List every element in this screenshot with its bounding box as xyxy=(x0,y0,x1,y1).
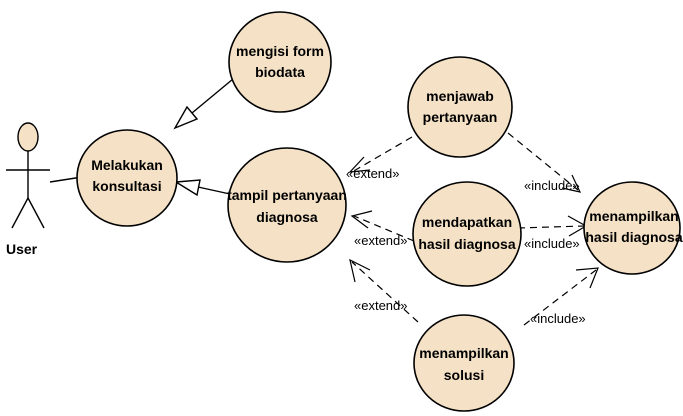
usecase-melakukan-konsultasi[interactable]: Melakukan konsultasi xyxy=(76,129,178,227)
include-label: «include» xyxy=(530,311,586,326)
usecase-tampil-pertanyaan-diagnosa[interactable]: tampil pertanyaan diagnosa xyxy=(227,147,347,263)
extend-arrowhead xyxy=(350,210,373,229)
include-arrowhead xyxy=(575,267,599,289)
extend-menjawab: «extend» xyxy=(346,136,413,181)
usecase-label-line1: mengisi form xyxy=(236,43,324,59)
usecase-label-line1: Melakukan xyxy=(91,157,163,173)
extend-arrowhead xyxy=(348,156,371,173)
include-label: «include» xyxy=(524,178,580,193)
usecase-ellipse xyxy=(76,129,178,227)
generalization-tampil-konsultasi xyxy=(173,179,231,197)
extend-arrowhead xyxy=(349,258,371,283)
usecase-ellipse xyxy=(413,314,515,412)
usecase-label-line1: mendapatkan xyxy=(422,214,512,230)
usecase-ellipse xyxy=(227,147,347,263)
include-label: «include» xyxy=(524,236,580,251)
include-menjawab: «include» xyxy=(507,132,582,193)
usecase-ellipse xyxy=(407,56,513,158)
generalization-biodata-konsultasi xyxy=(173,78,234,130)
include-line xyxy=(523,269,597,326)
include-line xyxy=(507,132,579,191)
usecase-label-line2: pertanyaan xyxy=(423,109,498,125)
usecase-label-line1: menjawab xyxy=(426,88,494,104)
include-solusi: «include» xyxy=(523,267,599,326)
usecase-label-line2: hasil diagnosa xyxy=(585,229,682,245)
generalization-line xyxy=(197,186,231,195)
actor-user[interactable]: User xyxy=(6,122,50,257)
generalization-triangle xyxy=(173,105,199,130)
usecase-label-line1: menampilkan xyxy=(589,208,678,224)
include-line xyxy=(517,225,585,229)
include-arrowhead xyxy=(561,174,582,193)
usecase-ellipse xyxy=(228,11,332,113)
usecase-ellipse xyxy=(412,181,522,287)
actor-head xyxy=(17,122,39,152)
usecase-menampilkan-hasil-diagnosa[interactable]: menampilkan hasil diagnosa xyxy=(583,181,683,275)
generalization-triangle xyxy=(173,179,201,197)
usecase-label-line1: menampilkan xyxy=(419,345,508,361)
usecase-label-line2: hasil diagnosa xyxy=(418,236,515,252)
usecase-label-line1: tampil pertanyaan xyxy=(227,187,347,203)
usecase-label-line2: diagnosa xyxy=(256,209,318,225)
extend-mendapatkan: «extend» xyxy=(350,210,415,248)
generalization-line xyxy=(191,78,234,114)
extend-line xyxy=(351,261,419,323)
usecase-ellipse xyxy=(583,181,681,275)
extend-label: «extend» xyxy=(354,298,408,313)
actor-left-leg xyxy=(11,197,29,229)
usecase-mendapatkan-hasil-diagnosa[interactable]: mendapatkan hasil diagnosa xyxy=(412,181,522,287)
usecase-menampilkan-solusi[interactable]: menampilkan solusi xyxy=(413,314,515,412)
extend-label: «extend» xyxy=(354,233,408,248)
usecase-menjawab-pertanyaan[interactable]: menjawab pertanyaan xyxy=(407,56,513,158)
extend-solusi: «extend» xyxy=(349,258,419,323)
actor-right-leg xyxy=(27,197,45,229)
extend-label: «extend» xyxy=(346,166,400,181)
usecase-label-line2: biodata xyxy=(255,64,305,80)
usecase-label-line2: solusi xyxy=(444,367,484,383)
extend-line xyxy=(353,215,415,242)
include-mendapatkan: «include» xyxy=(517,215,588,251)
actor-label: User xyxy=(6,241,38,257)
usecase-mengisi-form-biodata[interactable]: mengisi form biodata xyxy=(228,11,332,113)
usecase-label-line2: konsultasi xyxy=(92,178,161,194)
